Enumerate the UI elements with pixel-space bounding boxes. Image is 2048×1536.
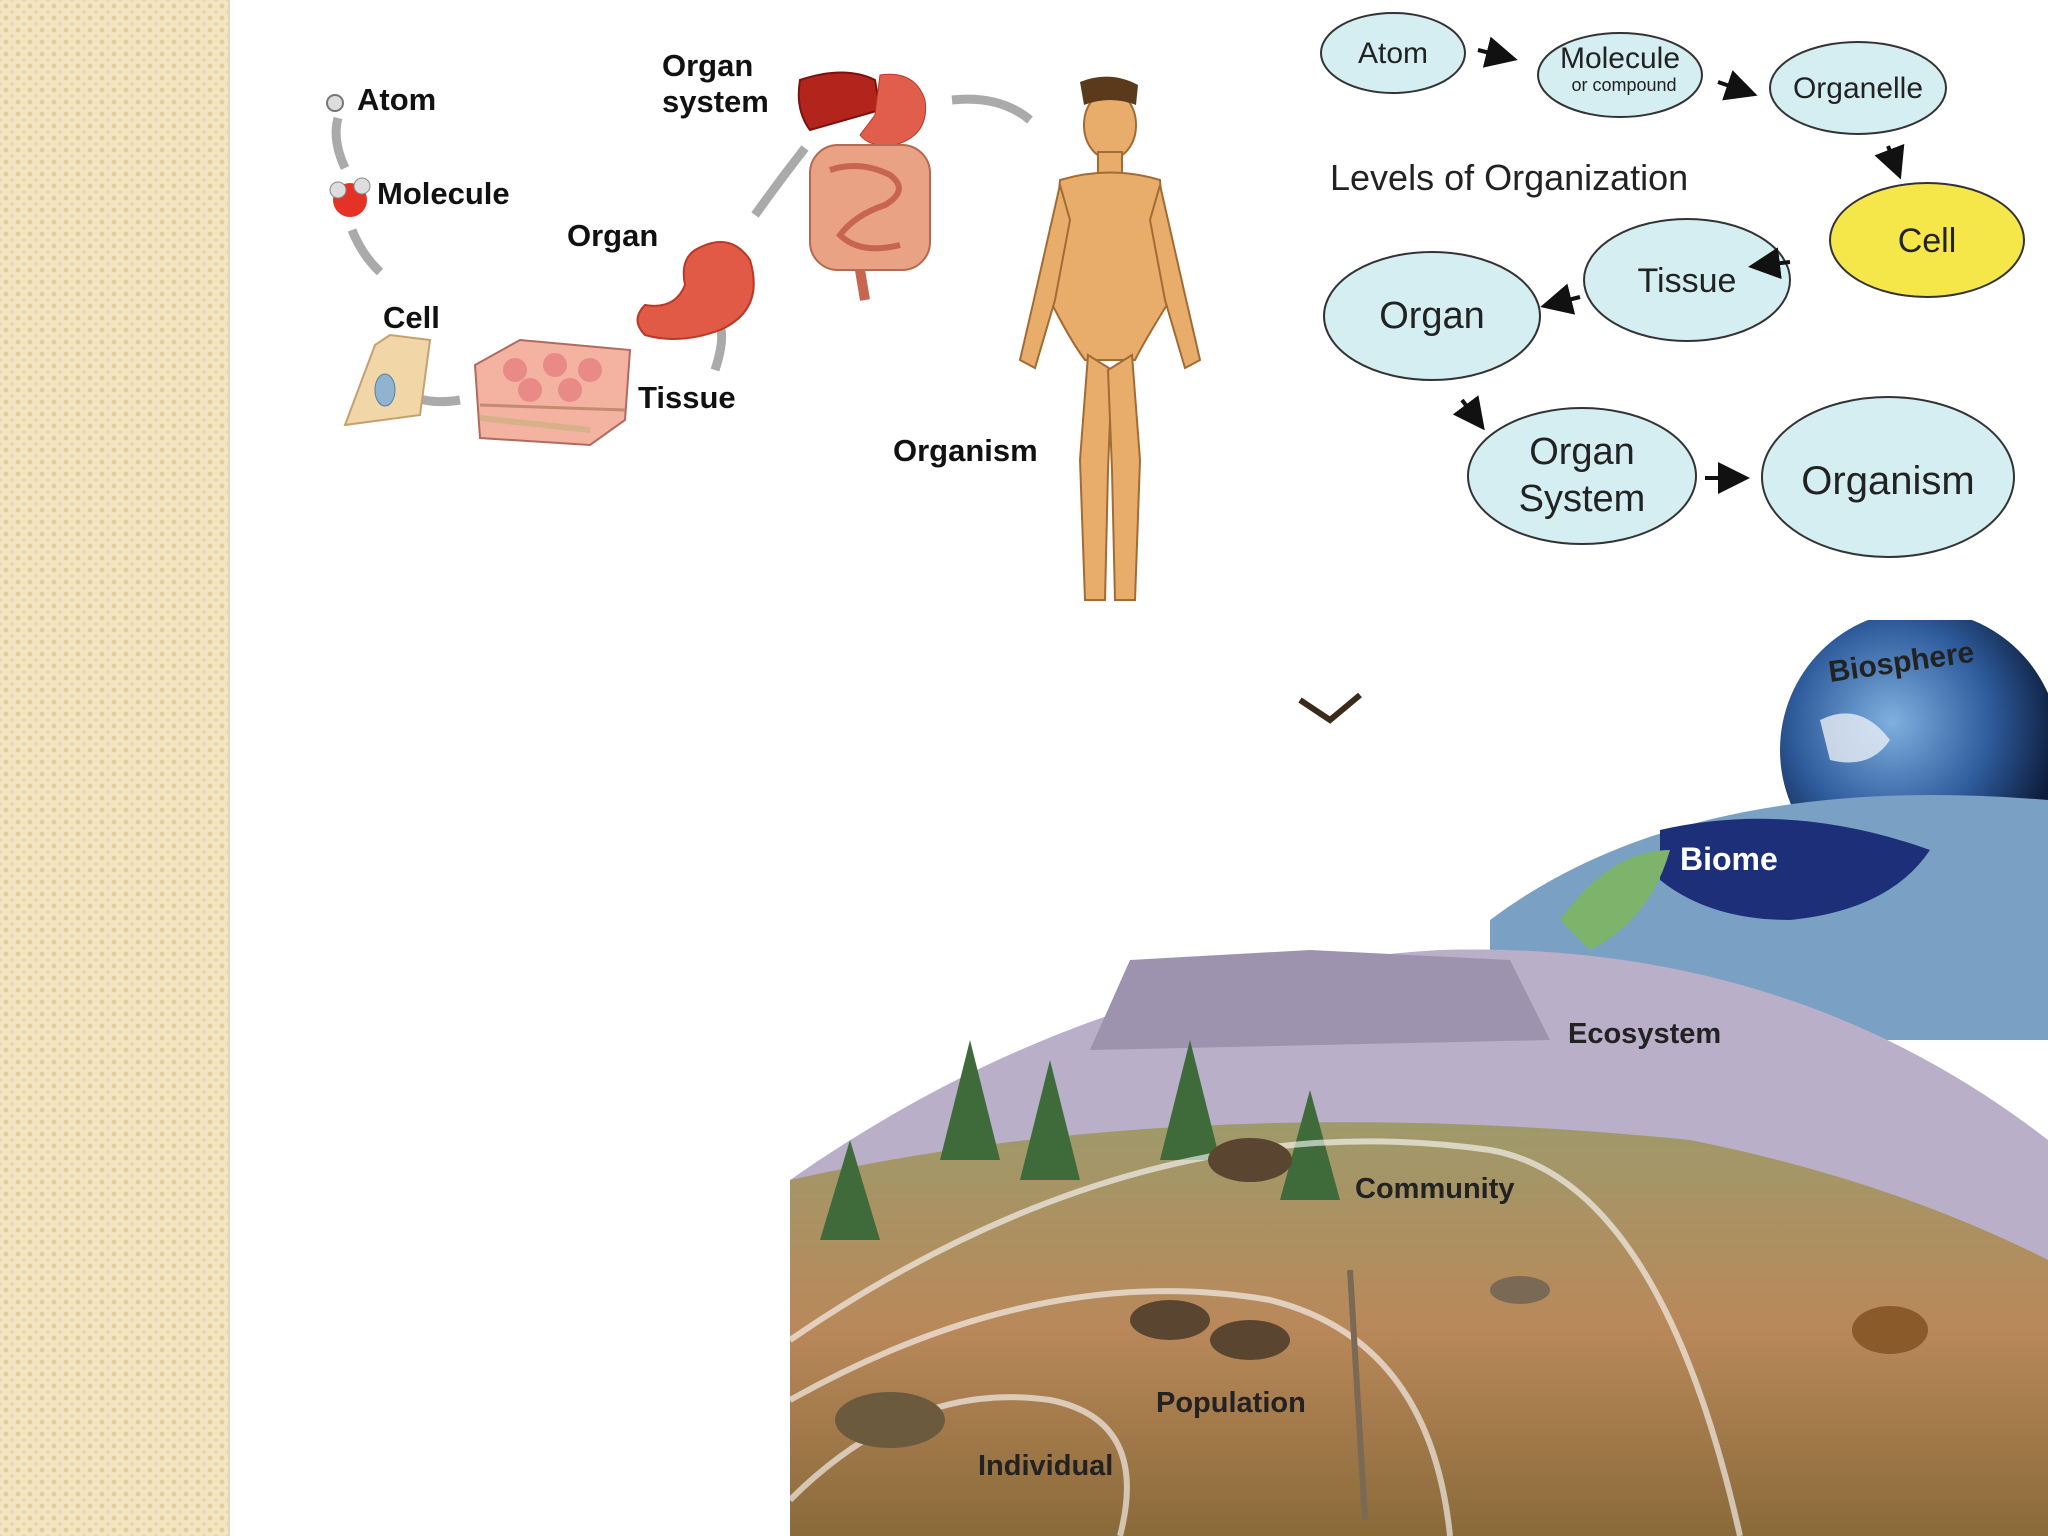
flow-atom-text: Atom xyxy=(1358,37,1428,70)
label-cell: Cell xyxy=(383,300,440,336)
flowchart-title: Levels of Organization xyxy=(1330,157,1688,198)
label-community: Community xyxy=(1355,1173,1515,1205)
human-organism-icon xyxy=(1020,91,1200,600)
label-population: Population xyxy=(1156,1387,1306,1419)
label-biome: Biome xyxy=(1680,841,1778,877)
molecule-icon xyxy=(330,178,370,217)
flow-organ-system-line1: Organ xyxy=(1529,431,1635,473)
label-organ-system: Organ system xyxy=(662,48,769,120)
label-molecule: Molecule xyxy=(377,176,510,212)
flow-organism-text: Organism xyxy=(1801,459,1974,503)
cell-icon xyxy=(345,335,430,425)
flow-cell-text: Cell xyxy=(1898,222,1957,260)
stomach-icon xyxy=(638,242,754,339)
label-organism: Organism xyxy=(893,433,1038,469)
flow-tissue-text: Tissue xyxy=(1638,262,1737,300)
ecology-levels-illustration: Biosphere Biome Ecosystem Community Popu… xyxy=(790,620,2048,1536)
flow-organ-system-line2: System xyxy=(1519,478,1646,520)
flow-organ-text: Organ xyxy=(1379,295,1485,337)
tissue-icon xyxy=(475,340,630,445)
label-ecosystem: Ecosystem xyxy=(1568,1018,1721,1050)
label-tissue: Tissue xyxy=(638,380,736,416)
organization-levels-illustration xyxy=(300,40,1280,620)
flow-molecule-text: Molecule xyxy=(1560,42,1680,75)
atom-icon xyxy=(327,95,343,111)
node-organ-system xyxy=(1468,408,1696,544)
levels-flowchart: Atom Molecule or compound Organelle Cell… xyxy=(1310,0,2048,570)
eagle-icon xyxy=(1300,695,1360,720)
flow-organelle-text: Organelle xyxy=(1793,72,1923,105)
organ-system-line-1: Organ xyxy=(662,48,753,83)
organ-system-line-2: system xyxy=(662,84,769,119)
label-organ: Organ xyxy=(567,218,658,254)
label-individual: Individual xyxy=(978,1450,1113,1482)
flow-molecule-sub-text: or compound xyxy=(1571,75,1676,95)
digestive-system-icon xyxy=(799,73,930,301)
label-atom: Atom xyxy=(357,82,436,118)
decorative-sidebar xyxy=(0,0,228,1536)
